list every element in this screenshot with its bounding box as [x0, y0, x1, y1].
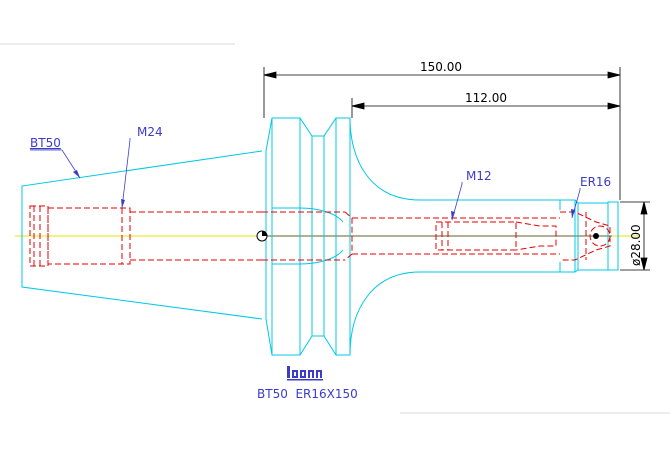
leader-arrow-m12 — [451, 211, 455, 220]
leader-arrow-bt50 — [73, 170, 80, 178]
caption: BT50 ER16X150 — [257, 387, 358, 401]
reference-point-fill — [262, 231, 267, 236]
callout-rear-thread: M24 — [137, 125, 163, 139]
callout-leaders — [30, 138, 581, 221]
callout-collet: ER16 — [580, 175, 611, 189]
dim-overall-length: 150.00 — [420, 60, 462, 74]
callout-front-thread: M12 — [466, 169, 492, 183]
leader-arrow-m24 — [121, 199, 125, 208]
dim-projection-length: 112.00 — [465, 91, 507, 105]
dimension-lines — [263, 67, 650, 271]
nose-point — [593, 233, 599, 239]
tool-outline — [21, 117, 619, 356]
brand-logo — [287, 366, 323, 381]
dim-diameter: ø28.00 — [629, 224, 643, 266]
logo-inner — [294, 372, 320, 378]
leader-arrow-er16 — [571, 209, 575, 218]
callout-taper: BT50 — [30, 136, 61, 150]
hidden-lines — [29, 205, 611, 267]
